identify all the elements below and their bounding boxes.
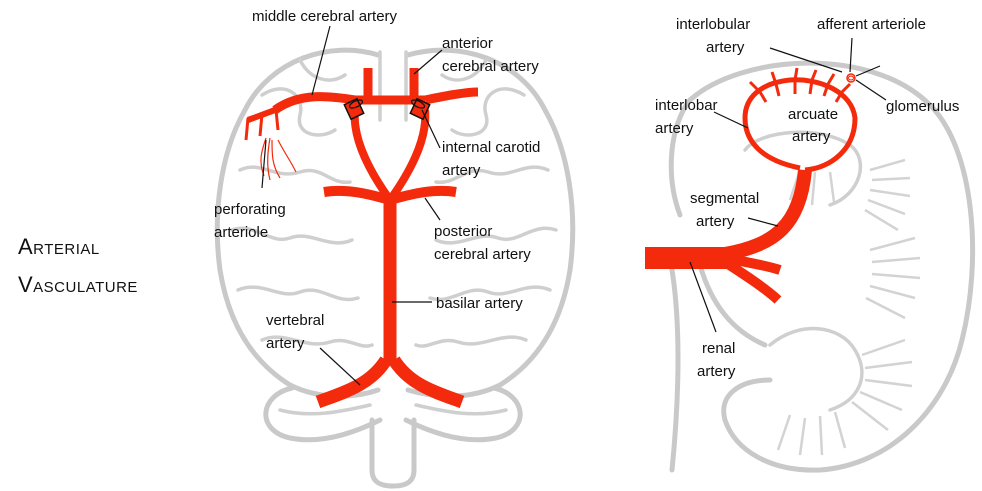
label-interlobular-2: artery	[706, 39, 745, 56]
label-internal-carotid-2: artery	[442, 162, 481, 179]
label-vertebral-2: artery	[266, 335, 305, 352]
label-arcuate-2: artery	[792, 128, 831, 145]
label-interlobar-1: interlobar	[655, 97, 718, 114]
label-renal-2: artery	[697, 363, 736, 380]
label-internal-carotid-1: internal carotid	[442, 139, 540, 156]
label-posterior-cerebral-2: cerebral artery	[434, 246, 531, 263]
segmental-artery	[725, 170, 805, 254]
label-afferent-arteriole: afferent arteriole	[817, 16, 926, 33]
middle-cerebral-right	[425, 92, 478, 100]
label-renal-1: renal	[702, 340, 735, 357]
label-basilar-artery: basilar artery	[436, 295, 523, 312]
label-interlobar-2: artery	[655, 120, 694, 137]
label-perforating-1: perforating	[214, 201, 286, 218]
label-interlobular-1: interlobular	[676, 16, 750, 33]
label-perforating-2: arteriole	[214, 224, 268, 241]
vertebral-artery-right	[394, 360, 462, 402]
label-segmental-1: segmental	[690, 190, 759, 207]
label-segmental-2: artery	[696, 213, 735, 230]
label-middle-cerebral-artery: middle cerebral artery	[252, 8, 398, 25]
label-arcuate-1: arcuate	[788, 106, 838, 123]
posterior-communicating-right	[390, 110, 425, 200]
label-anterior-cerebral-1: anterior	[442, 35, 493, 52]
vertebral-artery-left	[318, 360, 386, 402]
label-posterior-cerebral-1: posterior	[434, 223, 492, 240]
glomerulus-tuft	[848, 76, 854, 80]
posterior-communicating-left	[355, 110, 390, 200]
label-glomerulus: glomerulus	[886, 98, 959, 115]
middle-cerebral-left	[275, 97, 355, 110]
label-vertebral-1: vertebral	[266, 312, 324, 329]
label-anterior-cerebral-2: cerebral artery	[442, 58, 539, 75]
